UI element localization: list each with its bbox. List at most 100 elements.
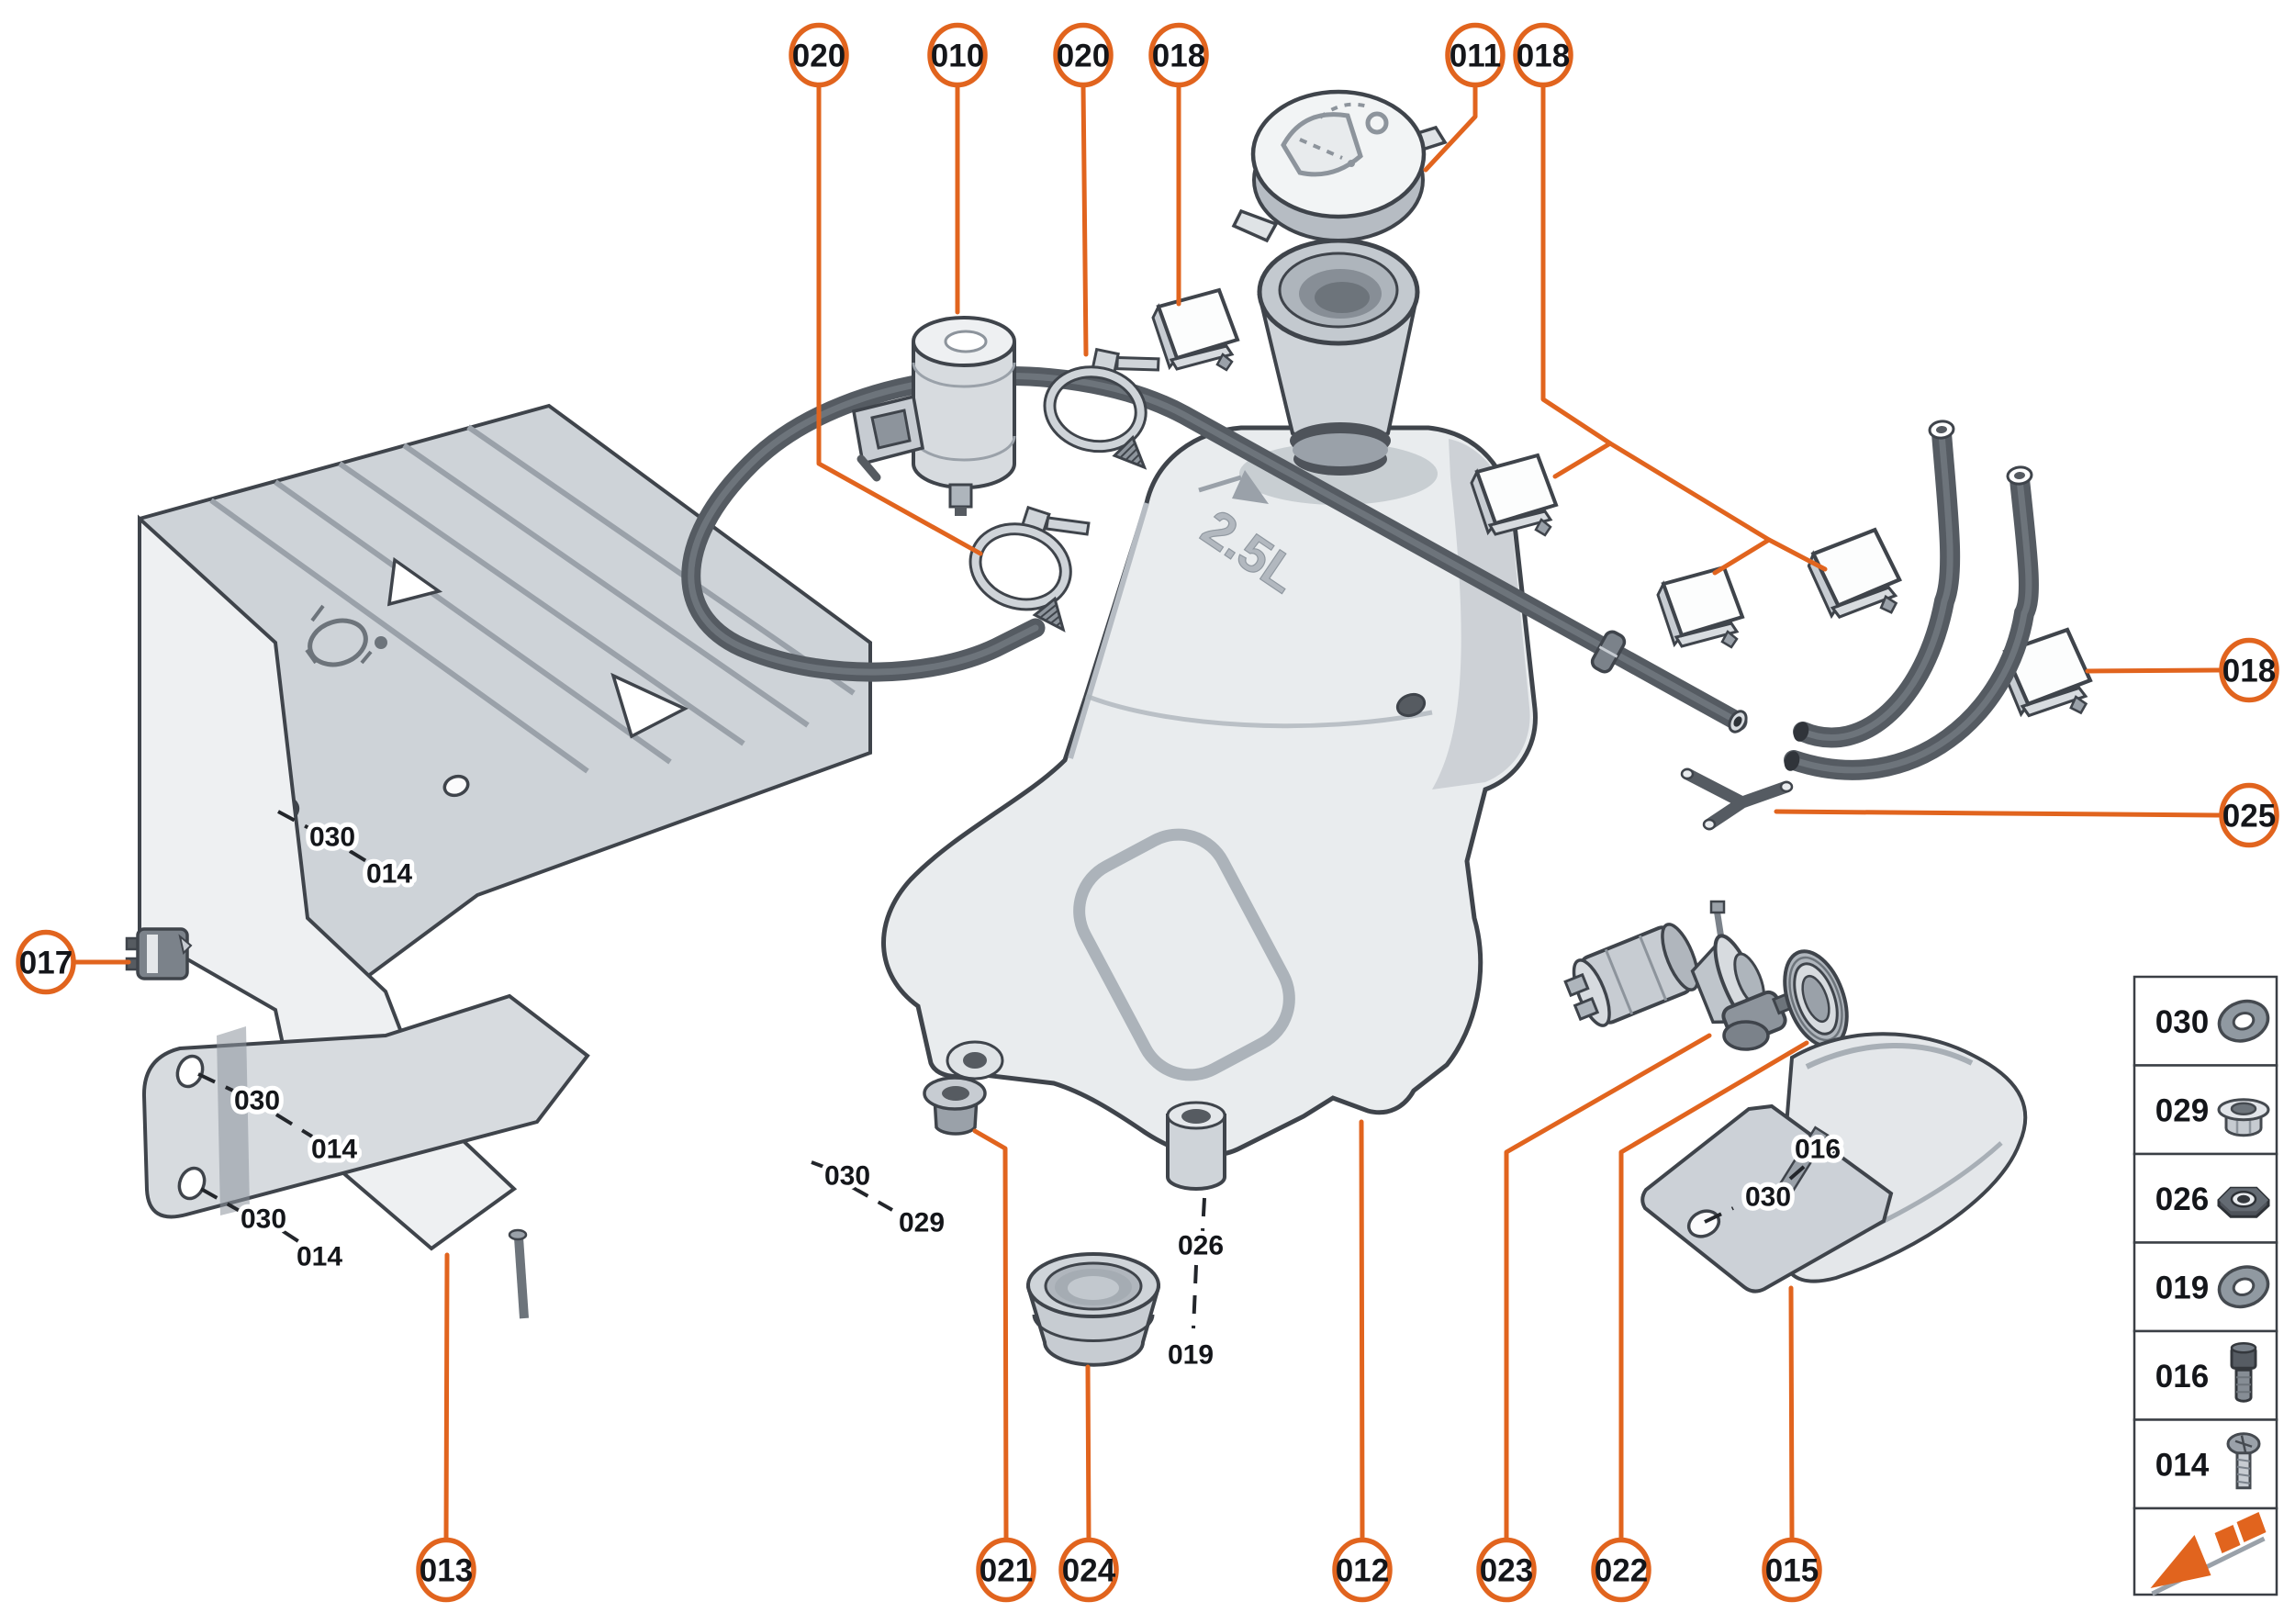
leader-line-018: [2085, 667, 2222, 674]
callout-circle: [2219, 637, 2279, 703]
part-number-label-014: 014: [311, 1135, 357, 1165]
dashed-leader-lines: [197, 810, 1807, 1329]
callout-013[interactable]: 013: [416, 1537, 476, 1603]
callout-circle: [1445, 22, 1506, 88]
callout-021[interactable]: 021: [976, 1537, 1036, 1603]
callout-022[interactable]: 022: [1591, 1537, 1651, 1603]
dashed-leader: [1704, 1206, 1734, 1224]
part-number-label-030: 030: [824, 1161, 870, 1192]
callout-number: 024: [1062, 1553, 1116, 1589]
callout-number: 018: [1517, 39, 1570, 74]
leader-line-018: [1712, 537, 1772, 576]
legend-row-label: 029: [2155, 1092, 2209, 1128]
flange-nut-icon: [2217, 1098, 2270, 1137]
callout-number: 015: [1765, 1553, 1819, 1589]
dashed-leader: [197, 1072, 236, 1093]
leader-line-011: [1423, 83, 1478, 173]
fastener-legend: 030 029 026 019 016 014: [2133, 975, 2278, 1595]
part-number-label-014: 014: [366, 859, 412, 890]
part-number-label-030: 030: [309, 823, 355, 853]
leader-line-018: [1540, 83, 1828, 572]
callout-circle: [1053, 22, 1114, 88]
callout-number: 023: [1480, 1553, 1533, 1589]
callout-012[interactable]: 012: [1332, 1537, 1393, 1603]
tank-grommet: [1025, 1252, 1161, 1367]
callout-circle: [789, 22, 849, 88]
leader-line-023: [1504, 1033, 1712, 1542]
washer-hose-pair: [1784, 420, 2039, 780]
mounting-bracket: [138, 403, 872, 1319]
legend-row-014[interactable]: 014: [2133, 1418, 2278, 1510]
leader-line-022: [1618, 1040, 1809, 1542]
callout-010[interactable]: 010: [927, 22, 988, 88]
callout-015[interactable]: 015: [1762, 1537, 1822, 1603]
socket-bolt-icon: [2230, 1341, 2257, 1403]
legend-row-030[interactable]: 030: [2133, 975, 2278, 1067]
callout-017[interactable]: 017: [16, 929, 76, 995]
dashed-leader: [274, 1113, 314, 1138]
callout-circle: [1762, 1537, 1822, 1603]
dashed-leader: [281, 1229, 306, 1247]
washer-pump-motor: [851, 316, 1016, 516]
part-number-label-030: 030: [1745, 1182, 1791, 1213]
callout-circle: [976, 1537, 1036, 1603]
part-number-label-016: 016: [1795, 1135, 1841, 1165]
callout-024[interactable]: 024: [1058, 1537, 1119, 1603]
dashed-leader: [1788, 1164, 1807, 1181]
legend-row-label: 016: [2155, 1359, 2209, 1394]
callout-023[interactable]: 023: [1476, 1537, 1537, 1603]
callout-020[interactable]: 020: [789, 22, 849, 88]
legend-direction-arrow-box: [2133, 1506, 2278, 1595]
pump-assembly: [1563, 900, 1803, 1051]
part-number-label-026: 026: [1178, 1231, 1224, 1261]
callout-011[interactable]: 011: [1445, 22, 1506, 88]
legend-row-016[interactable]: 016: [2133, 1329, 2278, 1421]
legend-row-029[interactable]: 029: [2133, 1064, 2278, 1156]
legend-row-026[interactable]: 026: [2133, 1152, 2278, 1244]
callout-018[interactable]: 018: [1148, 22, 1209, 88]
leader-line-018: [1552, 441, 1613, 479]
callout-018[interactable]: 018: [2219, 637, 2279, 703]
legend-row-label: 030: [2155, 1004, 2209, 1040]
callout-number: 012: [1336, 1553, 1389, 1589]
filler-neck: [1257, 238, 1420, 476]
legend-row-label: 014: [2155, 1447, 2210, 1483]
callout-number: 021: [980, 1553, 1033, 1589]
leader-line-025: [1774, 809, 2222, 818]
hose-connector: [1590, 630, 1627, 674]
dashed-leader: [1192, 1264, 1198, 1329]
hex-nut-icon: [2217, 1186, 2270, 1218]
retaining-clip-1: [1151, 288, 1239, 372]
callout-018[interactable]: 018: [1513, 22, 1573, 88]
part-number-label-030: 030: [241, 1204, 286, 1235]
callout-020[interactable]: 020: [1053, 22, 1114, 88]
callout-circle: [416, 1537, 476, 1603]
callout-number: 010: [931, 39, 984, 74]
retaining-clip-3: [1656, 566, 1744, 649]
callout-number: 022: [1595, 1553, 1648, 1589]
part-number-label-029: 029: [899, 1208, 945, 1238]
legend-row-019[interactable]: 019: [2133, 1241, 2278, 1333]
callout-circle: [927, 22, 988, 88]
leader-line-015: [1788, 1285, 1795, 1542]
bracket-clip: [125, 927, 193, 980]
part-number-label-019: 019: [1168, 1340, 1214, 1371]
callout-number: 017: [19, 946, 73, 981]
washer-hose-long: [681, 366, 1748, 734]
legend-row-label: 026: [2155, 1182, 2209, 1217]
callout-number: 020: [792, 39, 845, 74]
leader-line-013: [443, 1252, 450, 1542]
callout-circle: [1058, 1537, 1119, 1603]
callout-025[interactable]: 025: [2219, 782, 2279, 848]
leader-line-020: [816, 83, 983, 556]
callout-number: 020: [1057, 39, 1110, 74]
reservoir-cap: [1231, 89, 1448, 243]
leader-line-012: [1359, 1119, 1365, 1542]
callout-circle: [1591, 1537, 1651, 1603]
dashed-leader: [811, 1160, 827, 1170]
callout-circle: [1332, 1537, 1393, 1603]
leader-line-024: [1085, 1364, 1092, 1542]
callout-circle: [2219, 782, 2279, 848]
part-number-label-030: 030: [234, 1086, 280, 1116]
